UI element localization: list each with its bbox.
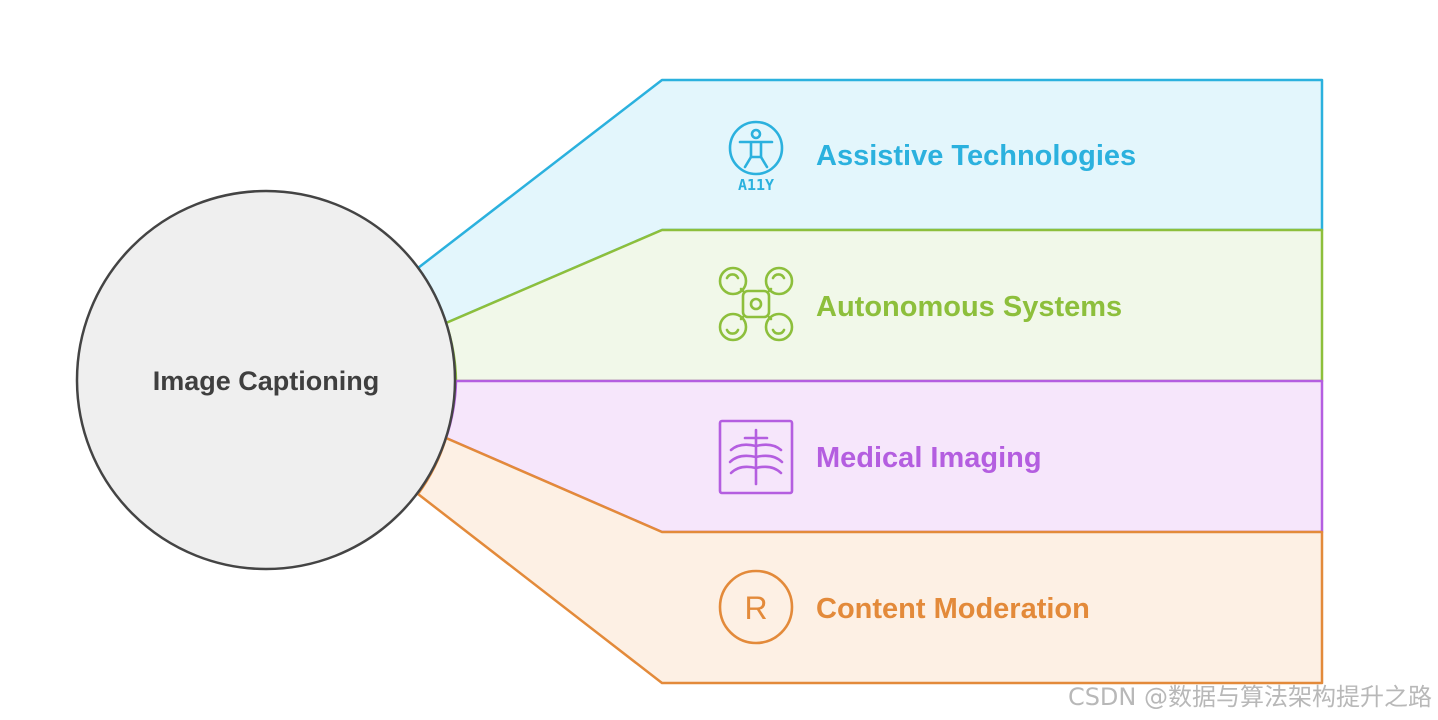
registered-icon-letter: R [744,590,767,626]
branch-label-assistive-technologies: Assistive Technologies [816,140,1136,172]
registered-icon: R [718,569,794,645]
branch-medical-imaging: Medical Imaging [444,379,1324,534]
accessibility-icon [728,120,784,176]
branch-assistive-technologies: A11Y Assistive Technologies [416,78,1324,325]
branch-label-medical-imaging: Medical Imaging [816,442,1042,474]
branch-autonomous-systems: Autonomous Systems [444,228,1324,383]
x-ray-icon [718,419,794,495]
a11y-icon-text: A11Y [738,176,774,194]
center-circle [75,189,457,571]
branch-label-autonomous-systems: Autonomous Systems [816,291,1122,323]
branch-label-content-moderation: Content Moderation [816,593,1090,625]
branch-content-moderation: R Content Moderation [416,436,1324,685]
center-label: Image Captioning [153,366,380,396]
center-node: Image Captioning [75,189,457,571]
drone-icon [718,266,794,342]
watermark: CSDN @数据与算法架构提升之路 [1067,683,1432,711]
